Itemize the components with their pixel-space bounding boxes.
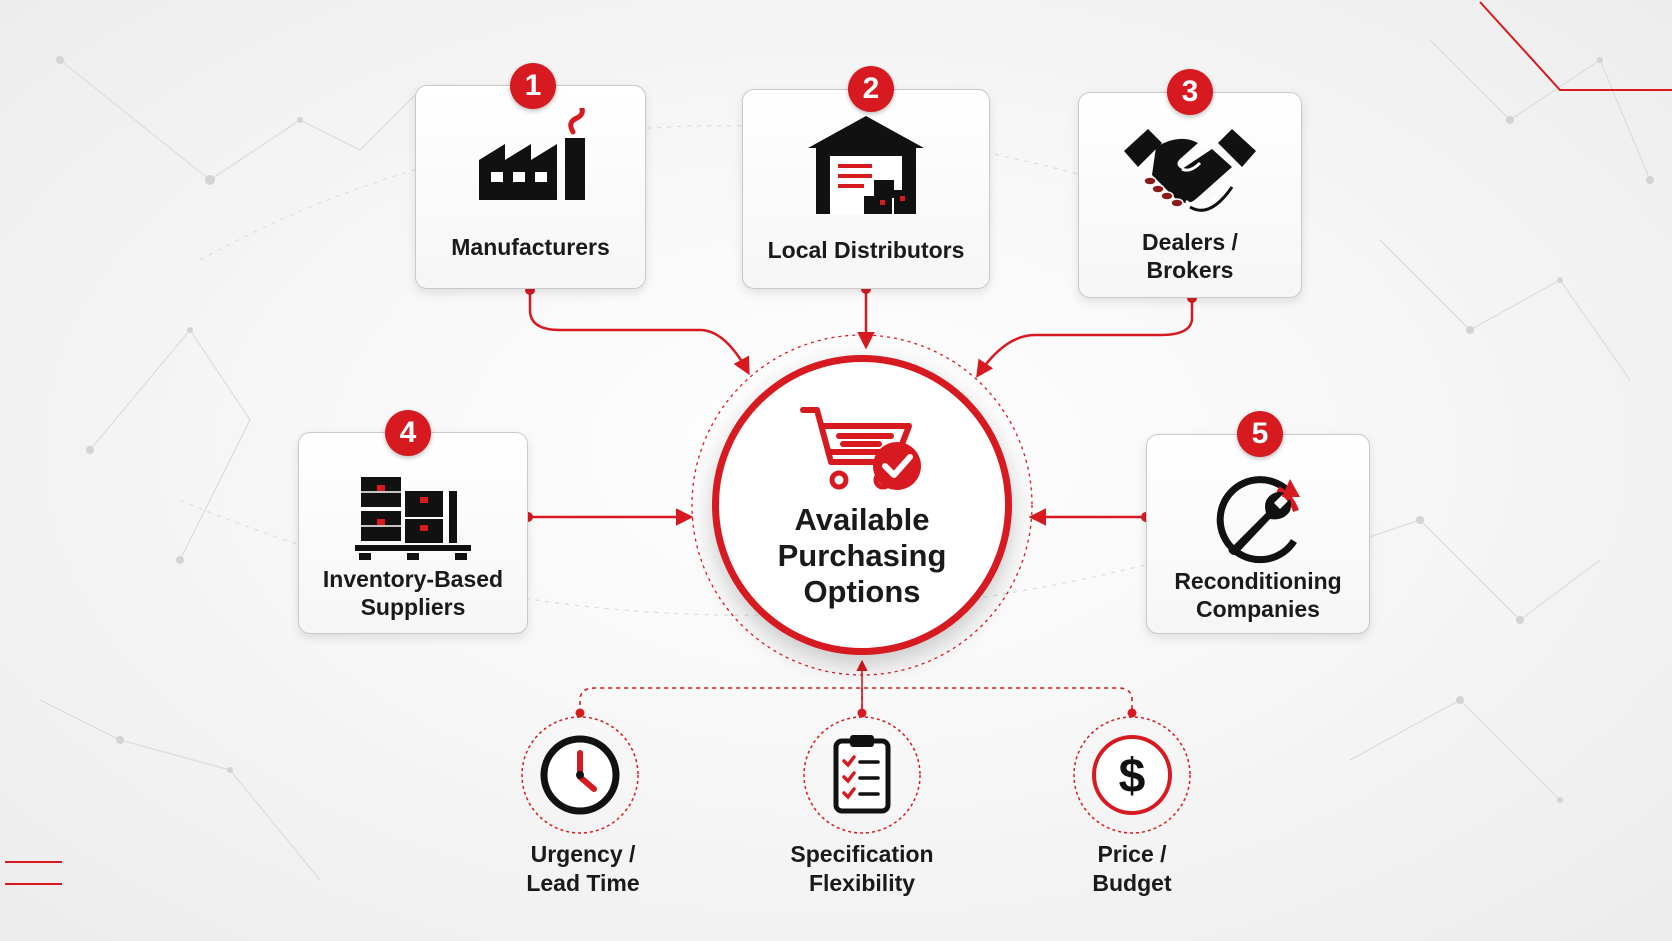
source-number-badge: 5 [1237,411,1283,457]
dollar-icon: $ [1073,716,1191,834]
factory-icon [469,103,593,213]
factor-urgency-lead-time [518,713,642,837]
source-number-badge: 4 [385,410,431,456]
source-number-badge: 1 [510,63,556,109]
source-label: Dealers / Brokers [1142,229,1238,283]
handshake-icon [1120,123,1260,224]
source-label: Manufacturers [451,234,610,260]
source-label: Inventory-Based Suppliers [322,566,504,620]
clipboard-checklist-icon [803,716,921,834]
factor-connector-bar [579,687,1133,713]
connector-1 [528,290,750,376]
factor-specification-flexibility [800,713,924,837]
source-label: Reconditioning Companies [1174,568,1342,622]
connector-3 [976,298,1194,378]
source-label: Local Distributors [767,237,965,263]
source-card-inventory-based-suppliers: Inventory-Based Suppliers [298,432,528,634]
source-card-local-distributors: Local Distributors [742,89,990,289]
source-card-dealers-brokers: Dealers / Brokers [1078,92,1302,298]
pallet-boxes-icon [353,469,473,566]
factor-label: Price / Budget [1092,841,1172,896]
factor-label: Specification Flexibility [790,841,934,896]
wrench-refresh-icon [1208,471,1308,572]
hub-title: Available Purchasing Options [777,502,947,609]
source-number-badge: 2 [848,66,894,112]
clock-icon [521,716,639,834]
svg-text:$: $ [1119,750,1146,803]
source-card-manufacturers: Manufacturers [415,85,646,289]
factor-label: Urgency / Lead Time [526,841,640,896]
shopping-cart-check-icon [799,404,925,505]
hub-circle: Available Purchasing Options [712,355,1012,655]
source-card-reconditioning-companies: Reconditioning Companies [1146,434,1370,634]
source-number-badge: 3 [1167,69,1213,115]
warehouse-icon [804,112,928,221]
factor-price-budget: $ [1070,713,1194,837]
